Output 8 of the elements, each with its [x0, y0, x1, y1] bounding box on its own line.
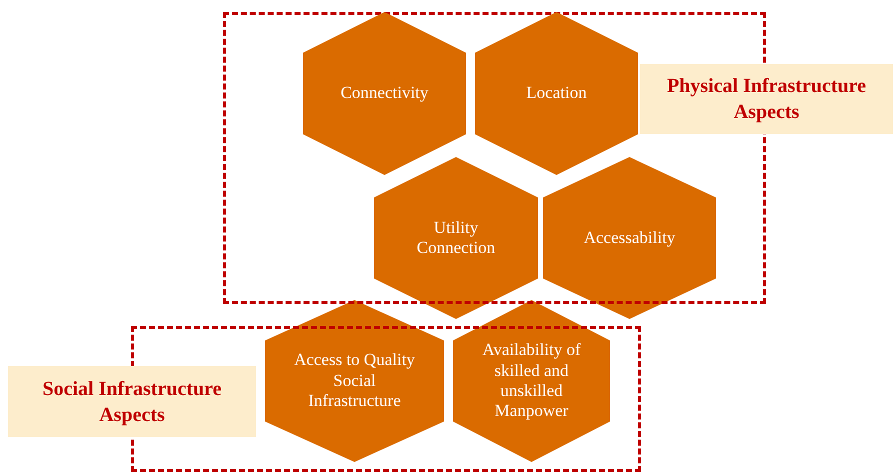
hexagon-label: Accessability [584, 228, 676, 248]
hexagon-label: Utility Connection [416, 218, 496, 258]
hexagon-label: Availability of skilled and unskilled Manpower [481, 340, 582, 422]
hexagon-label: Location [526, 83, 587, 104]
group-heading: Physical Infrastructure Aspects [640, 64, 893, 134]
hexagon-label: Connectivity [340, 83, 428, 104]
hexagon-label: Access to Quality Social Infrastructure [293, 350, 416, 412]
group-heading: Social Infrastructure Aspects [8, 366, 256, 437]
